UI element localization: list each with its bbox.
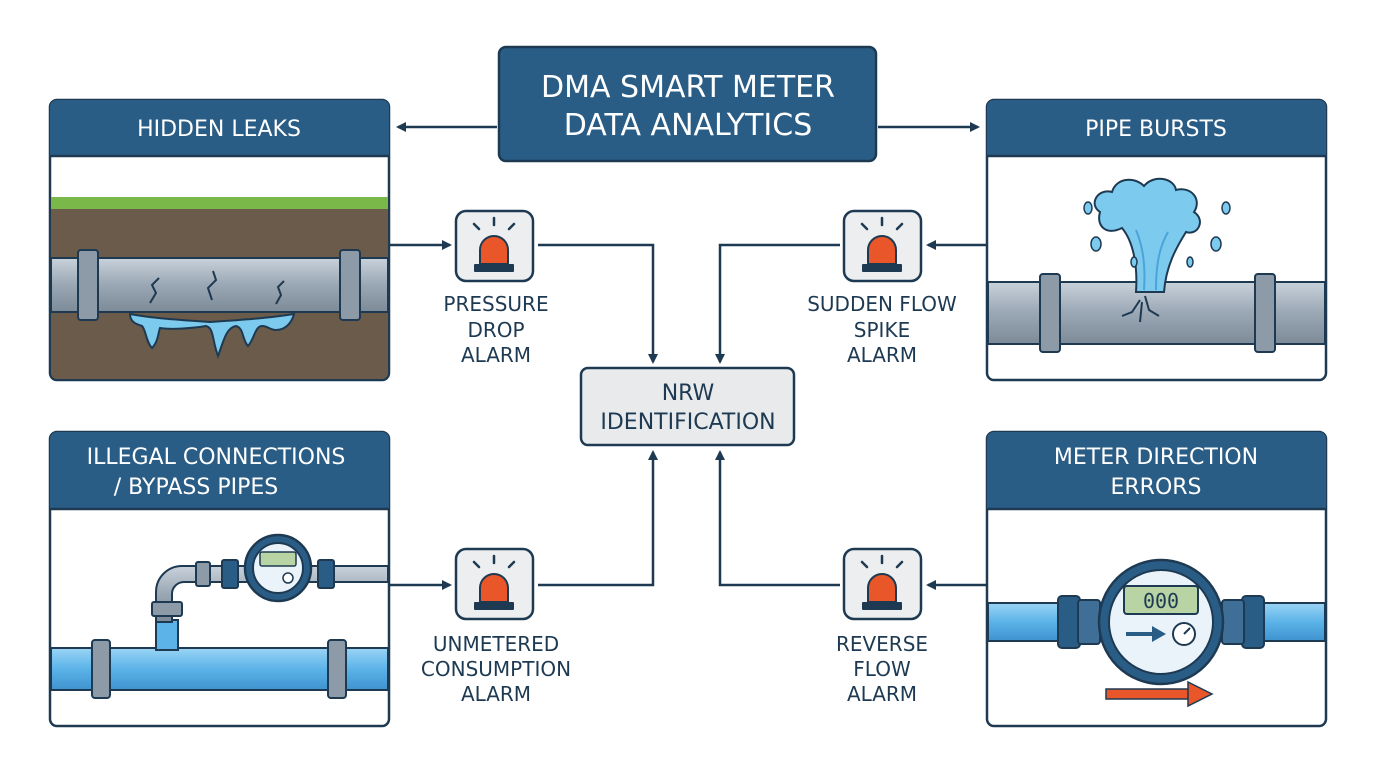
arrow-unmetered-alarm-to-nrw [538,450,658,587]
pipe-bursts-title: PIPE BURSTS [1085,117,1227,142]
unmetered-label-3: ALARM [461,682,531,706]
arrow-pressure-alarm-to-nrw [538,243,658,364]
reverse-flow-label-2: FLOW [853,657,911,681]
pressure-drop-label-3: ALARM [461,343,531,367]
title-line-2: DATA ANALYTICS [564,108,813,143]
alarm-flow-spike: SUDDEN FLOW SPIKE ALARM [807,209,957,367]
alarm-reverse-flow: REVERSE FLOW ALARM [836,547,928,706]
meter-direction-title-line-2: ERRORS [1110,475,1201,500]
illegal-connections-title-line-1: ILLEGAL CONNECTIONS [87,445,346,470]
flow-spike-label-2: SPIKE [854,318,910,342]
alarm-siren-icon [454,547,535,621]
flow-spike-label-3: ALARM [847,343,917,367]
title-box: DMA SMART METER DATA ANALYTICS [497,45,878,163]
alarm-siren-icon [842,209,923,283]
unmetered-label-2: CONSUMPTION [421,657,571,681]
reverse-flow-label-3: ALARM [847,682,917,706]
meter-digital-display: 000 [1143,589,1179,613]
panel-pipe-bursts: PIPE BURSTS [985,98,1328,382]
reverse-flow-label-1: REVERSE [836,632,928,656]
connector-arrows [390,122,986,590]
alarm-siren-icon [842,547,923,621]
pressure-drop-label-1: PRESSURE [443,292,548,316]
alarm-siren-icon [454,209,535,283]
panel-meter-direction-errors: METER DIRECTION ERRORS 000 [985,430,1328,728]
panel-illegal-connections: ILLEGAL CONNECTIONS / BYPASS PIPES [48,430,391,728]
flow-spike-label-1: SUDDEN FLOW [807,292,957,316]
panel-hidden-leaks: HIDDEN LEAKS [48,98,391,382]
bypass-pipe-illustration [51,533,388,699]
title-line-1: DMA SMART METER [541,70,835,105]
meter-direction-title-line-1: METER DIRECTION [1054,445,1258,470]
alarm-pressure-drop: PRESSURE DROP ALARM [443,209,549,367]
meter-illustration: 000 [988,558,1325,708]
hidden-leak-illustration [51,197,388,379]
hidden-leaks-title: HIDDEN LEAKS [137,117,301,142]
unmetered-label-1: UNMETERED [433,632,559,656]
alarm-unmetered-consumption: UNMETERED CONSUMPTION ALARM [421,547,571,706]
nrw-line-2: IDENTIFICATION [600,410,775,435]
arrow-reverse-alarm-to-nrw [715,450,840,587]
arrow-flow-alarm-to-nrw [715,243,840,364]
illegal-connections-title-line-2: / BYPASS PIPES [114,475,278,500]
nrw-identification-node: NRW IDENTIFICATION [579,366,796,447]
nrw-line-1: NRW [662,381,715,406]
pipe-burst-illustration [988,177,1325,353]
pressure-drop-label-2: DROP [467,318,524,342]
